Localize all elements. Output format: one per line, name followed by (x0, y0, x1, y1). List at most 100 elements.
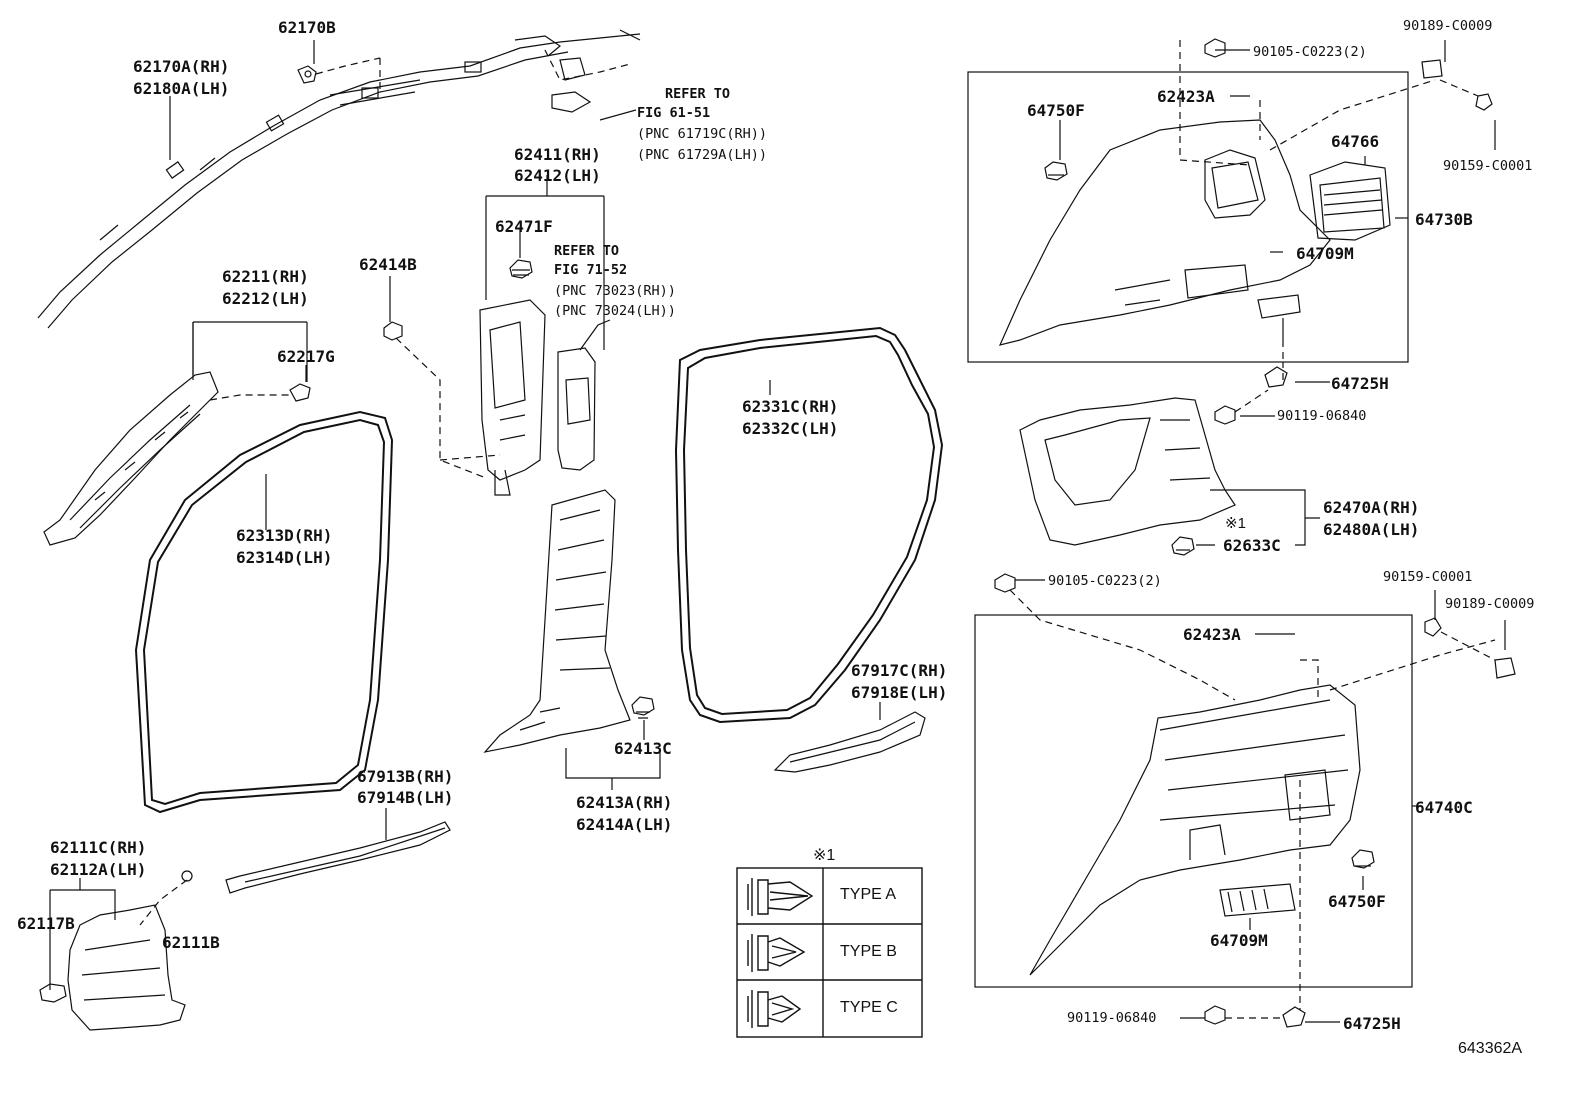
label-62112a-lh: 62112A(LH) (50, 860, 147, 879)
label-62423a-upper: 62423A (1157, 87, 1215, 106)
label-67914b-lh: 67914B(LH) (357, 788, 454, 807)
group-box-lower (974, 614, 1413, 988)
label-62211-rh: 62211(RH) (222, 267, 309, 286)
label-90105-upper: 90105-C0223(2) (1253, 44, 1367, 60)
label-64750f-upper: 64750F (1027, 101, 1085, 120)
legend-type-a: TYPE A (840, 886, 897, 903)
label-90159-upper: 90159-C0001 (1443, 158, 1533, 174)
label-64730b: 64730B (1415, 210, 1473, 229)
clip-62414b-part (383, 321, 403, 341)
label-64709m-upper: 64709M (1296, 244, 1354, 263)
screw-90159-upper-part (1475, 93, 1493, 111)
ref-71-line3: (PNC 73023(RH)) (554, 283, 676, 299)
label-62423a-lower: 62423A (1183, 625, 1241, 644)
clip-62217g-part (289, 383, 311, 402)
ref-61-line1: REFER TO (665, 86, 731, 102)
clip-62413c-part (631, 696, 655, 719)
label-62212-lh: 62212(LH) (222, 289, 309, 308)
label-64709m-lower: 64709M (1210, 931, 1268, 950)
screw-90159-lower-part (1424, 617, 1442, 637)
label-64725h-lower: 64725H (1343, 1014, 1401, 1033)
clip-64750f-upper-part (1044, 161, 1068, 181)
note-mark-62633c: ※1 (1225, 515, 1246, 532)
clip-type-legend (736, 867, 923, 1038)
clip-64750f-lower-part (1351, 849, 1375, 869)
clip-62117b-part (39, 983, 67, 1003)
clip-64725h-upper-part (1264, 366, 1288, 388)
ref-61-line3: (PNC 61719C(RH)) (637, 126, 768, 142)
label-62313d-rh: 62313D(RH) (236, 526, 333, 545)
clip-type-a-icon (747, 878, 814, 916)
clip-type-c-icon (747, 990, 802, 1028)
speaker-grille-64766-part (1309, 161, 1391, 241)
label-67917c-rh: 67917C(RH) (851, 661, 948, 680)
clip-90189-upper-part (1421, 59, 1443, 79)
clip-62170b-part (297, 65, 317, 84)
label-90189-upper: 90189-C0009 (1403, 18, 1493, 34)
b-pillar-lower-garnish-part (483, 489, 631, 753)
clip-62471f-part (509, 259, 533, 279)
ref-71-line2: FIG 71-52 (554, 262, 628, 278)
label-62412-lh: 62412(LH) (514, 166, 601, 185)
label-62411-rh: 62411(RH) (514, 145, 601, 164)
label-62332c-lh: 62332C(LH) (742, 419, 839, 438)
label-62480a-lh: 62480A(LH) (1323, 520, 1420, 539)
ref-71-line4: (PNC 73024(LH)) (554, 303, 676, 319)
label-62111b: 62111B (162, 933, 220, 952)
legend-type-b: TYPE B (840, 943, 897, 960)
label-90119-upper: 90119-06840 (1277, 408, 1367, 424)
cover-64709m-upper-part (1257, 294, 1301, 319)
deck-side-trim-part (1029, 684, 1361, 976)
cover-64709m-lower-part (1219, 883, 1296, 917)
cowl-side-trim-part (67, 904, 186, 1031)
b-pillar-upper-garnish-part (479, 299, 546, 496)
label-62633c: 62633C (1223, 536, 1281, 555)
label-62111c-rh: 62111C(RH) (50, 838, 147, 857)
seat-belt-guide-part (557, 347, 596, 471)
label-62414a-lh: 62414A(LH) (576, 815, 673, 834)
front-scuff-plate-part (225, 821, 451, 894)
airbag-bracket-part (551, 57, 592, 113)
ref-61-line2: FIG 61-51 (637, 105, 711, 121)
clip-90105-lower-part (994, 573, 1016, 593)
label-90189-lower: 90189-C0009 (1445, 596, 1535, 612)
label-62117b: 62117B (17, 914, 75, 933)
a-pillar-garnish-part (43, 371, 219, 546)
curtain-airbag-part (37, 29, 641, 329)
label-64766: 64766 (1331, 132, 1380, 151)
label-62413a-rh: 62413A(RH) (576, 793, 673, 812)
label-64725h-upper: 64725H (1331, 374, 1389, 393)
clip-62633c-part (1171, 536, 1195, 556)
label-62331c-rh: 62331C(RH) (742, 397, 839, 416)
label-62170b: 62170B (278, 18, 336, 37)
clip-62111b-part (181, 870, 193, 882)
label-62470a-rh: 62470A(RH) (1323, 498, 1420, 517)
legend-title: ※1 (813, 847, 836, 864)
clip-64725h-lower-part (1282, 1006, 1306, 1028)
label-62180a-lh: 62180A(LH) (133, 79, 230, 98)
label-90159-lower: 90159-C0001 (1383, 569, 1473, 585)
figure-id: 643362A (1458, 1040, 1523, 1057)
rear-scuff-plate-part (773, 711, 926, 773)
rear-door-weatherstrip-part (674, 326, 944, 724)
front-door-weatherstrip-part (134, 410, 394, 814)
screw-90119-upper-part (1214, 405, 1236, 425)
label-67918e-lh: 67918E(LH) (851, 683, 948, 702)
label-62413c: 62413C (614, 739, 672, 758)
label-62170a-rh: 62170A(RH) (133, 57, 230, 76)
label-62314d-lh: 62314D(LH) (236, 548, 333, 567)
label-64750f-lower: 64750F (1328, 892, 1386, 911)
label-64740c: 64740C (1415, 798, 1473, 817)
group-box-upper (967, 71, 1409, 363)
label-62414b: 62414B (359, 255, 417, 274)
rear-quarter-upper-trim-part (998, 119, 1331, 346)
screw-90119-lower-part (1204, 1005, 1226, 1025)
label-67913b-rh: 67913B(RH) (357, 767, 454, 786)
label-62217g: 62217G (277, 347, 335, 366)
clip-type-b-icon (747, 934, 806, 972)
clip-90105-upper-part (1204, 38, 1226, 58)
label-90119-lower: 90119-06840 (1067, 1010, 1157, 1026)
ref-71-line1: REFER TO (554, 243, 620, 259)
